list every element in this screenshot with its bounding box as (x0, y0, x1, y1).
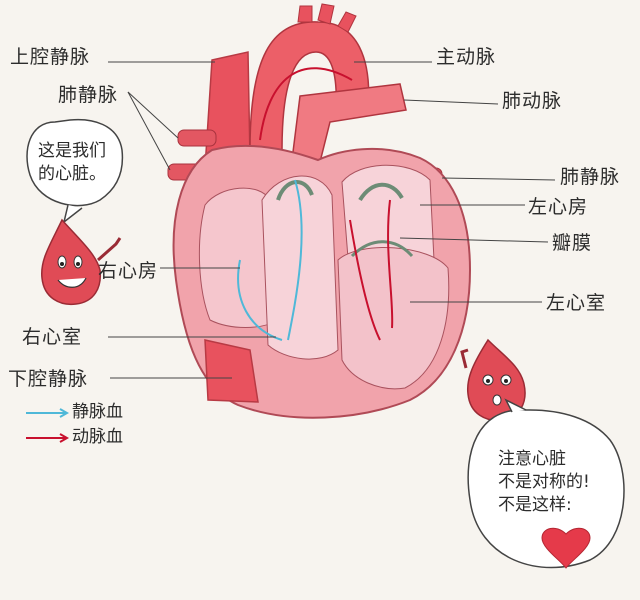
label-valve: 瓣膜 (552, 232, 593, 254)
label-left-atrium: 左心房 (528, 196, 589, 218)
pulmonary-vein-left-upper (177, 129, 217, 147)
aorta-branch-1 (297, 5, 313, 23)
label-pulmonary-artery: 肺动脉 (502, 90, 563, 112)
label-superior-vena-cava: 上腔静脉 (10, 46, 91, 68)
label-pulmonary-veins-left: 肺静脉 (58, 84, 119, 106)
valve-shape-2 (358, 182, 404, 202)
heart-icon (541, 527, 591, 569)
venous-flow-line (237, 179, 303, 341)
legend-arterial-blood: 动脉血 (72, 427, 123, 447)
speech-bubble-right (467, 409, 625, 569)
speech-bubble-right-tail (504, 398, 527, 413)
label-right-ventricle: 右心室 (22, 326, 83, 348)
aorta-branch-3 (337, 11, 357, 33)
bubble-right-text: 注意心脏 不是对称的! 不是这样: (498, 448, 590, 517)
legend-venous-blood: 静脉血 (72, 402, 123, 422)
arterial-flow-line (259, 67, 394, 341)
aorta-branch-2 (317, 3, 335, 25)
label-right-atrium: 右心房 (98, 260, 159, 282)
label-pulmonary-veins-right: 肺静脉 (560, 166, 621, 188)
right-atrium-chamber (198, 187, 279, 328)
leader-lines (108, 61, 556, 379)
bubble-right-line-3: 不是这样: (498, 494, 572, 515)
inferior-vena-cava-vessel (204, 339, 259, 403)
valve-shape-3 (350, 240, 414, 258)
blood-drop-character-left (41, 218, 102, 306)
label-inferior-vena-cava: 下腔静脉 (8, 368, 89, 390)
bubble-right-line-2: 不是对称的! (498, 471, 590, 492)
bubble-right-line-1: 注意心脏 (498, 449, 566, 469)
speech-bubble-left-tail (62, 204, 83, 224)
bubble-left-text: 这是我们 的心脏。 (38, 140, 106, 186)
speech-bubble-left (26, 118, 124, 207)
label-left-ventricle: 左心室 (546, 292, 607, 314)
bubble-left-line-1: 这是我们 (38, 141, 106, 161)
label-aorta: 主动脉 (436, 46, 497, 68)
left-ventricle-chamber (337, 247, 450, 390)
bubble-left-line-2: 的心脏。 (38, 163, 106, 184)
